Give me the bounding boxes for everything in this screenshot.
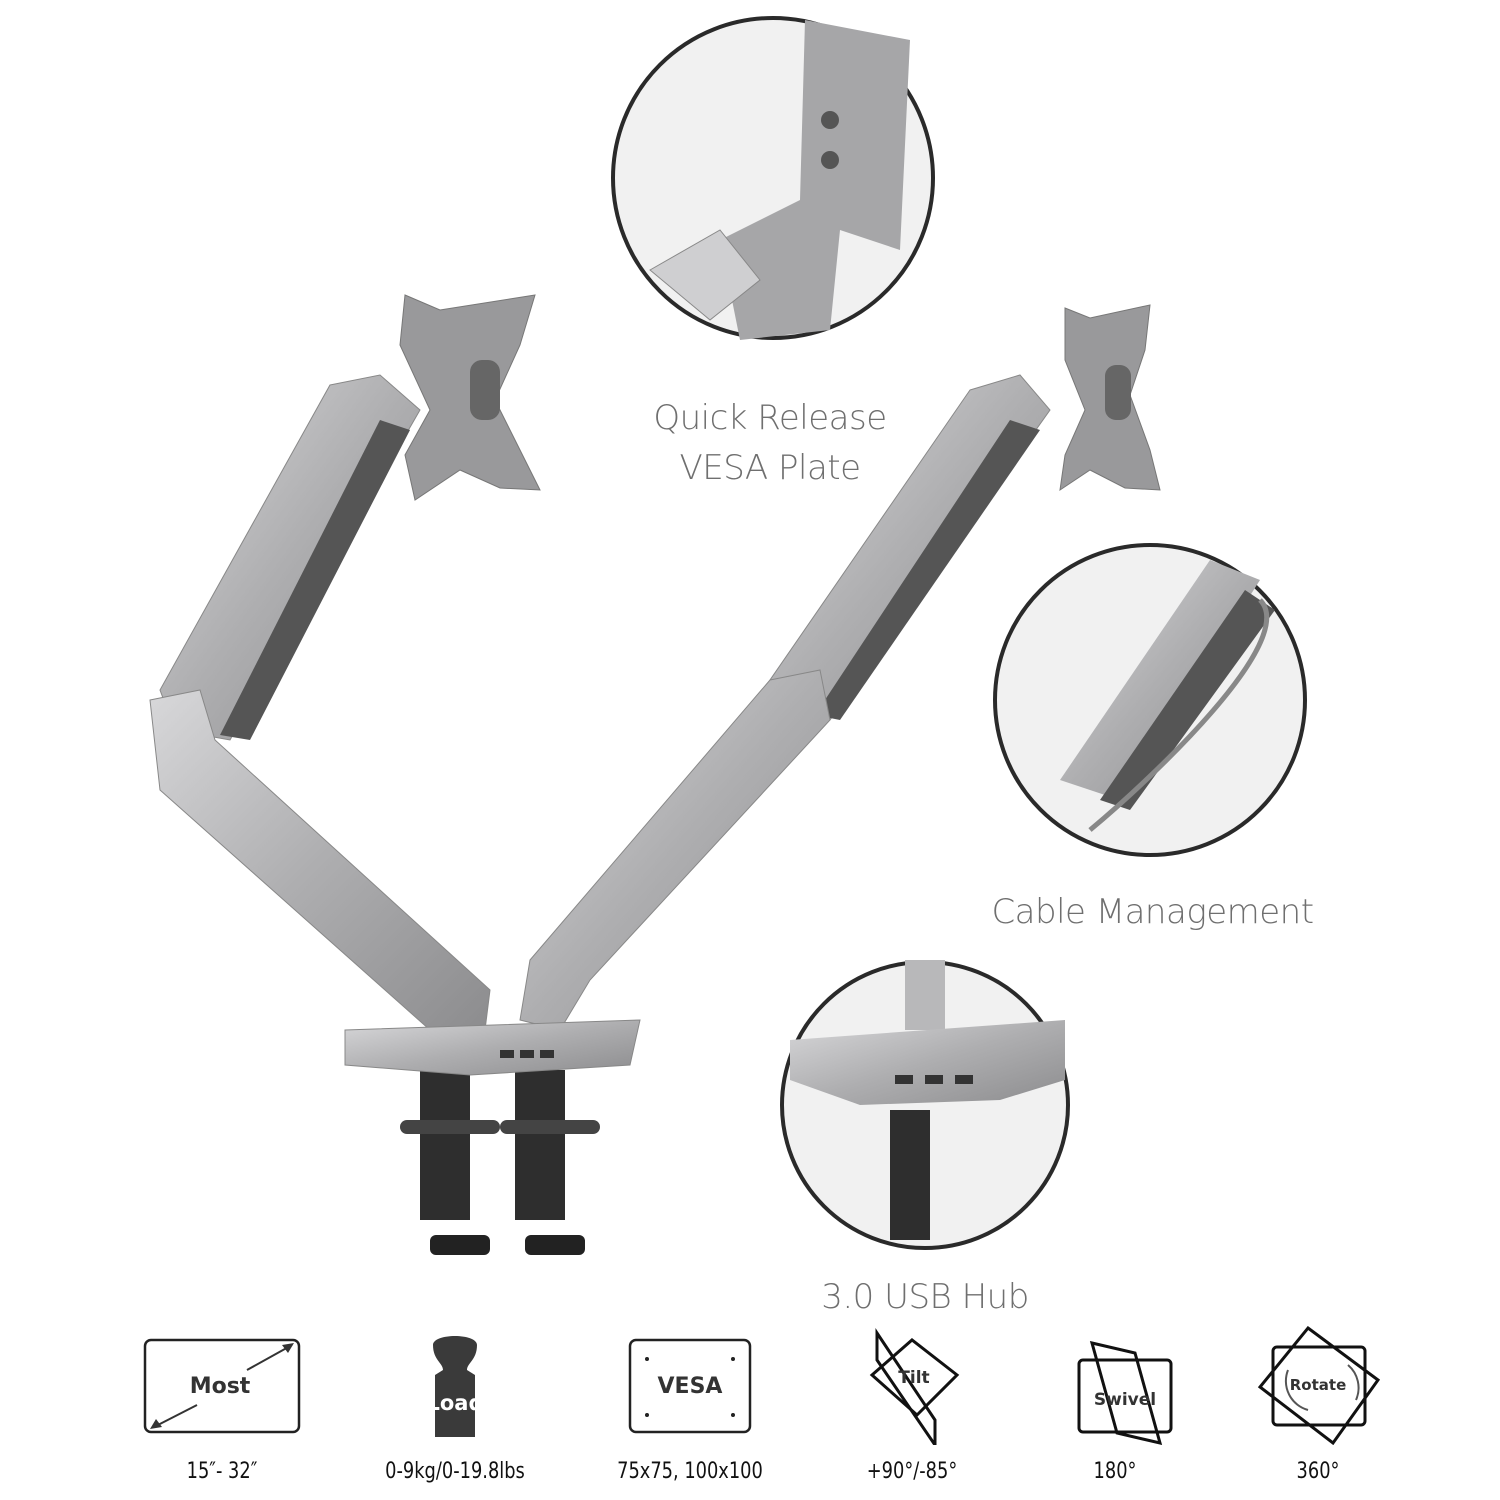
icon-text: Load xyxy=(426,1391,483,1415)
usb-detail-circle xyxy=(780,960,1070,1250)
icon-text: Rotate xyxy=(1290,1376,1347,1394)
icon-text: VESA xyxy=(658,1374,723,1399)
cable-management-label: Cable Management xyxy=(991,892,1314,932)
spec-load: Load 0-9kg/0-19.8lbs xyxy=(355,1325,555,1484)
tilt-icon: Tilt xyxy=(869,1328,960,1445)
vesa-detail-circle xyxy=(611,16,935,340)
icon-text: Swivel xyxy=(1094,1390,1156,1410)
spec-value: 15″- 32″ xyxy=(186,1459,258,1484)
left-clamp xyxy=(420,1070,470,1220)
spec-vesa: VESA 75x75, 100x100 xyxy=(590,1325,790,1484)
quick-release-label: Quick Release VESA Plate xyxy=(620,393,920,493)
rotate-icon: Rotate xyxy=(1257,1325,1381,1445)
spec-rotate: Rotate 360° xyxy=(1218,1325,1418,1484)
vesa-icon: VESA xyxy=(628,1338,752,1434)
cable-detail-circle xyxy=(993,543,1307,857)
desk-base xyxy=(344,1019,641,1076)
left-monitor-arm xyxy=(149,294,541,1255)
spec-swivel: Swivel 180° xyxy=(1015,1325,1215,1484)
icon-text: Tilt xyxy=(898,1368,929,1388)
usb-hub-label: 3.0 USB Hub xyxy=(821,1277,1029,1317)
spec-tilt: Tilt +90°/-85° xyxy=(812,1325,1012,1484)
right-clamp xyxy=(515,1070,565,1220)
spec-value: 180° xyxy=(1093,1459,1137,1484)
spec-value: 360° xyxy=(1296,1459,1340,1484)
feature-line: VESA Plate xyxy=(679,448,861,488)
spec-value: 75x75, 100x100 xyxy=(617,1459,763,1484)
feature-line: Quick Release xyxy=(653,398,887,438)
spec-value: 0-9kg/0-19.8lbs xyxy=(385,1459,525,1484)
right-monitor-arm xyxy=(500,304,1161,1255)
swivel-icon: Swivel xyxy=(1077,1340,1173,1445)
spec-value: +90°/-85° xyxy=(866,1459,958,1484)
spec-screen-size: Most 15″- 32″ xyxy=(122,1325,322,1484)
weight-icon: Load xyxy=(426,1336,484,1437)
screen-size-icon: Most xyxy=(143,1338,301,1434)
icon-text: Most xyxy=(190,1374,251,1399)
